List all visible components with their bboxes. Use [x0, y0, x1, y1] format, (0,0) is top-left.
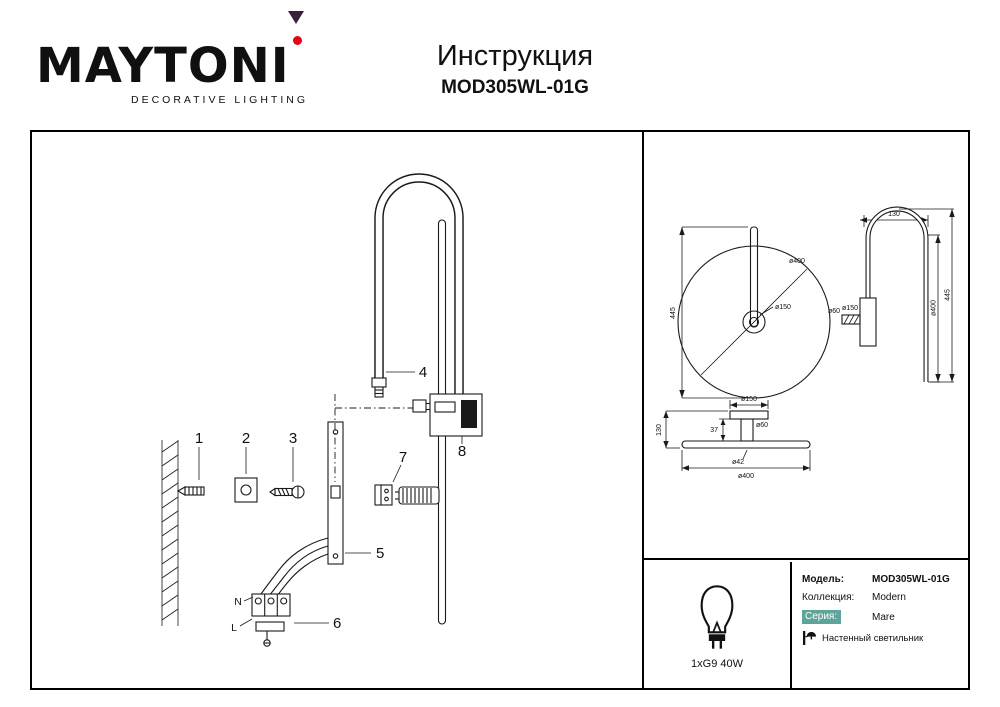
dim-top-width: ø400	[738, 473, 754, 480]
wire-label-line: L	[231, 622, 237, 634]
dim-top-hub: ø42	[732, 459, 744, 466]
centerline-dashed	[334, 394, 413, 482]
assembly-panel: 1 2 3	[32, 132, 644, 688]
model-label: Модель:	[802, 574, 845, 585]
brand-name: MAYTONI	[36, 38, 290, 94]
dim-front-hub: ø150	[775, 304, 791, 311]
dim-top-plate: ø150	[741, 396, 757, 403]
collection-label: Коллекция:	[802, 592, 855, 603]
content-frame: 1 2 3	[30, 130, 970, 690]
info-row-collection: Коллекция: Modern	[802, 592, 968, 603]
spec-strip: 1xG9 40W Модель: MOD305WL-01G Коллекция:…	[644, 562, 968, 688]
side-view-icon	[841, 206, 955, 384]
dim-top-stem-depth: 37	[710, 427, 718, 434]
terminal-block-icon	[251, 593, 291, 647]
dim-side-stem: ø60	[828, 308, 840, 315]
series-badge: Серия:	[802, 610, 842, 624]
model-value: MOD305WL-01G	[872, 574, 950, 585]
mounting-bracket-icon	[234, 477, 258, 503]
info-row-series: Серия: Mare	[802, 610, 968, 624]
product-info: Модель: MOD305WL-01G Коллекция: Modern С…	[792, 562, 968, 688]
brand-logo: MAYTONI DECORATIVE LIGHTING	[36, 11, 308, 106]
part-label-7: 7	[399, 449, 407, 466]
mounting-plate-icon	[327, 421, 344, 565]
part-label-4: 4	[419, 364, 427, 381]
bulb-spec-label: 1xG9 40W	[691, 657, 743, 670]
info-row-type: Настенный светильник	[802, 631, 968, 645]
front-view-icon	[677, 226, 831, 399]
dim-side-plate: ø150	[842, 305, 858, 312]
wall-anchor-icon	[176, 486, 205, 496]
assembly-drawing-icon: 1 2 3	[161, 173, 483, 647]
screw-icon	[269, 485, 305, 499]
g9-bulb-icon	[395, 486, 440, 505]
dim-side-depth: 130	[888, 211, 900, 218]
part-label-8: 8	[458, 443, 466, 460]
dimensions-panel: ø400 ø150 445	[644, 132, 968, 688]
type-value: Настенный светильник	[822, 632, 924, 644]
driver-box-icon	[412, 393, 483, 437]
part-label-6: 6	[333, 615, 341, 632]
part-leader-lines	[198, 447, 294, 482]
wall-lamp-icon	[802, 631, 817, 645]
series-label: Серия:	[802, 610, 872, 624]
top-view-icon	[663, 400, 811, 471]
dim-side-height: 445	[945, 289, 952, 301]
series-value: Mare	[872, 611, 895, 623]
wall-hatch-icon	[161, 440, 179, 626]
part-label-1: 1	[195, 430, 203, 447]
brand-red-dot-icon	[293, 36, 302, 45]
info-row-model: Модель: MOD305WL-01G	[802, 574, 968, 585]
dim-front-disc: ø400	[789, 258, 805, 265]
part-label-5: 5	[376, 545, 384, 562]
dimension-drawing-icon: ø400 ø150 445	[656, 206, 955, 480]
collection-value: Modern	[872, 592, 906, 603]
dim-top-stem: ø60	[756, 422, 768, 429]
part-label-3: 3	[289, 430, 297, 447]
brand-tagline: DECORATIVE LIGHTING	[131, 94, 308, 106]
title-block: Инструкция MOD305WL-01G	[355, 40, 675, 99]
dimension-drawings: ø400 ø150 445	[644, 132, 968, 560]
dim-side-disc: ø400	[931, 300, 938, 316]
cable-wires-icon	[260, 537, 329, 604]
arched-tube-icon	[371, 173, 464, 398]
brand-triangle-icon	[288, 11, 304, 24]
g9-socket-icon	[374, 484, 393, 506]
dim-top-depth: 130	[656, 424, 663, 436]
g9-lamp-icon	[700, 584, 734, 649]
dim-front-height: 445	[670, 307, 677, 319]
model-number: MOD305WL-01G	[441, 77, 589, 98]
bulb-spec-cell: 1xG9 40W	[644, 562, 792, 688]
document-title: Инструкция	[436, 40, 594, 72]
wire-label-neutral: N	[234, 596, 242, 608]
part-label-2: 2	[242, 430, 250, 447]
